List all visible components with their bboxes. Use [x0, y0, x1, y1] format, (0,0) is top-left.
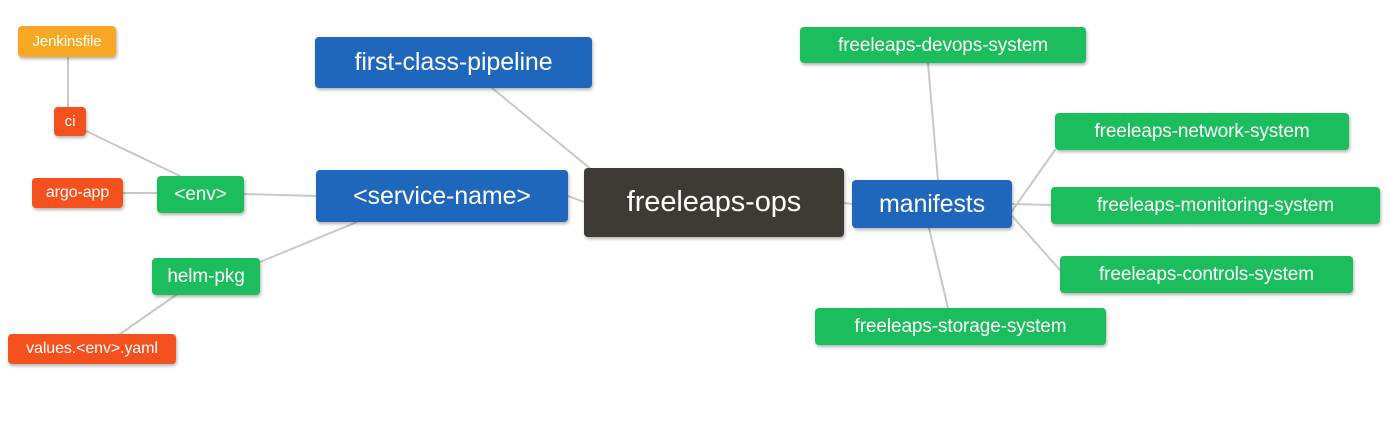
mindmap-node-network[interactable]: freeleaps-network-system [1055, 113, 1349, 150]
edge-env-to-ci [83, 129, 181, 177]
edge-manifests-to-network [1011, 149, 1056, 212]
mindmap-node-devops[interactable]: freeleaps-devops-system [800, 27, 1086, 63]
mindmap-node-pipeline[interactable]: first-class-pipeline [315, 37, 592, 88]
mindmap-node-controls[interactable]: freeleaps-controls-system [1060, 256, 1353, 293]
edge-manifests-to-storage [928, 227, 949, 309]
mindmap-node-jenkins[interactable]: Jenkinsfile [18, 26, 116, 57]
mindmap-node-ci[interactable]: ci [54, 107, 86, 136]
mindmap-node-helm[interactable]: helm-pkg [152, 258, 260, 295]
mindmap-node-service[interactable]: <service-name> [316, 170, 568, 222]
mindmap-node-storage[interactable]: freeleaps-storage-system [815, 308, 1106, 345]
mindmap-node-root[interactable]: freeleaps-ops [584, 168, 844, 237]
edge-root-to-manifests [843, 202, 853, 205]
edge-manifests-to-controls [1011, 215, 1061, 271]
edge-manifests-to-devops [927, 62, 939, 181]
edge-helm-to-values [119, 294, 177, 335]
mindmap-node-monitoring[interactable]: freeleaps-monitoring-system [1051, 187, 1380, 224]
mindmap-node-manifests[interactable]: manifests [852, 180, 1012, 228]
edge-root-to-service [567, 195, 585, 203]
edge-service-to-env [243, 193, 317, 197]
mindmap-node-argo[interactable]: argo-app [32, 178, 123, 208]
mindmap-node-values[interactable]: values.<env>.yaml [8, 334, 176, 364]
edge-manifests-to-monitoring [1011, 203, 1052, 206]
edge-root-to-pipeline [491, 87, 593, 171]
edge-service-to-helm [259, 221, 358, 263]
mindmap-node-env[interactable]: <env> [157, 176, 244, 213]
